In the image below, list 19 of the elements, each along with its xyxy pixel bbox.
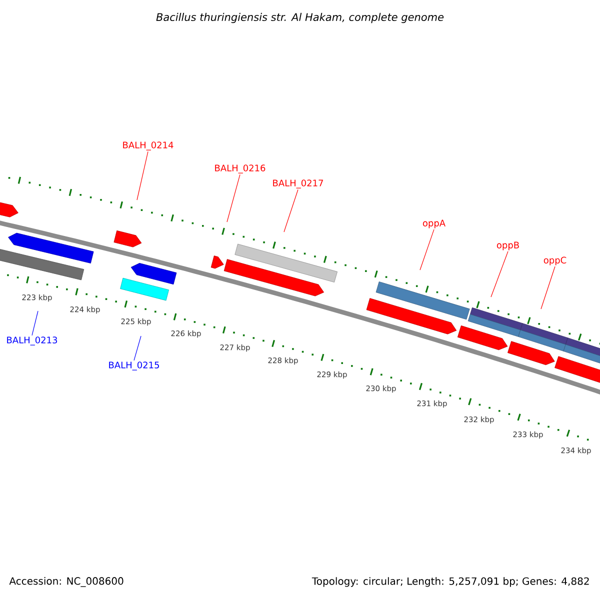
leader-line [490, 251, 508, 298]
leader-line [226, 174, 240, 222]
accession-text: Accession: NC_008600 [9, 577, 124, 587]
gene-label: oppB [496, 242, 519, 250]
leader-line [284, 189, 298, 232]
leader-line [420, 229, 434, 270]
genome-info-text: Topology: circular; Length: 5,257,091 bp; Genes: 4,882 [312, 577, 589, 587]
gene-label: oppA [422, 220, 446, 228]
title: Bacillus thuringiensis str. Al Hakam, complete genome [156, 12, 444, 24]
gene-label: BALH_0213 [7, 336, 58, 346]
gene-label: BALH_0216 [215, 164, 266, 174]
gene-label: BALH_0217 [273, 180, 323, 188]
gene-label: oppC [544, 256, 566, 266]
gene-label: BALH_0215 [109, 362, 159, 370]
leader-line [134, 336, 142, 361]
leader-line [540, 266, 556, 310]
gene-label: BALH_0214 [123, 142, 174, 150]
leader-line [136, 151, 148, 200]
leader-line [32, 310, 38, 336]
